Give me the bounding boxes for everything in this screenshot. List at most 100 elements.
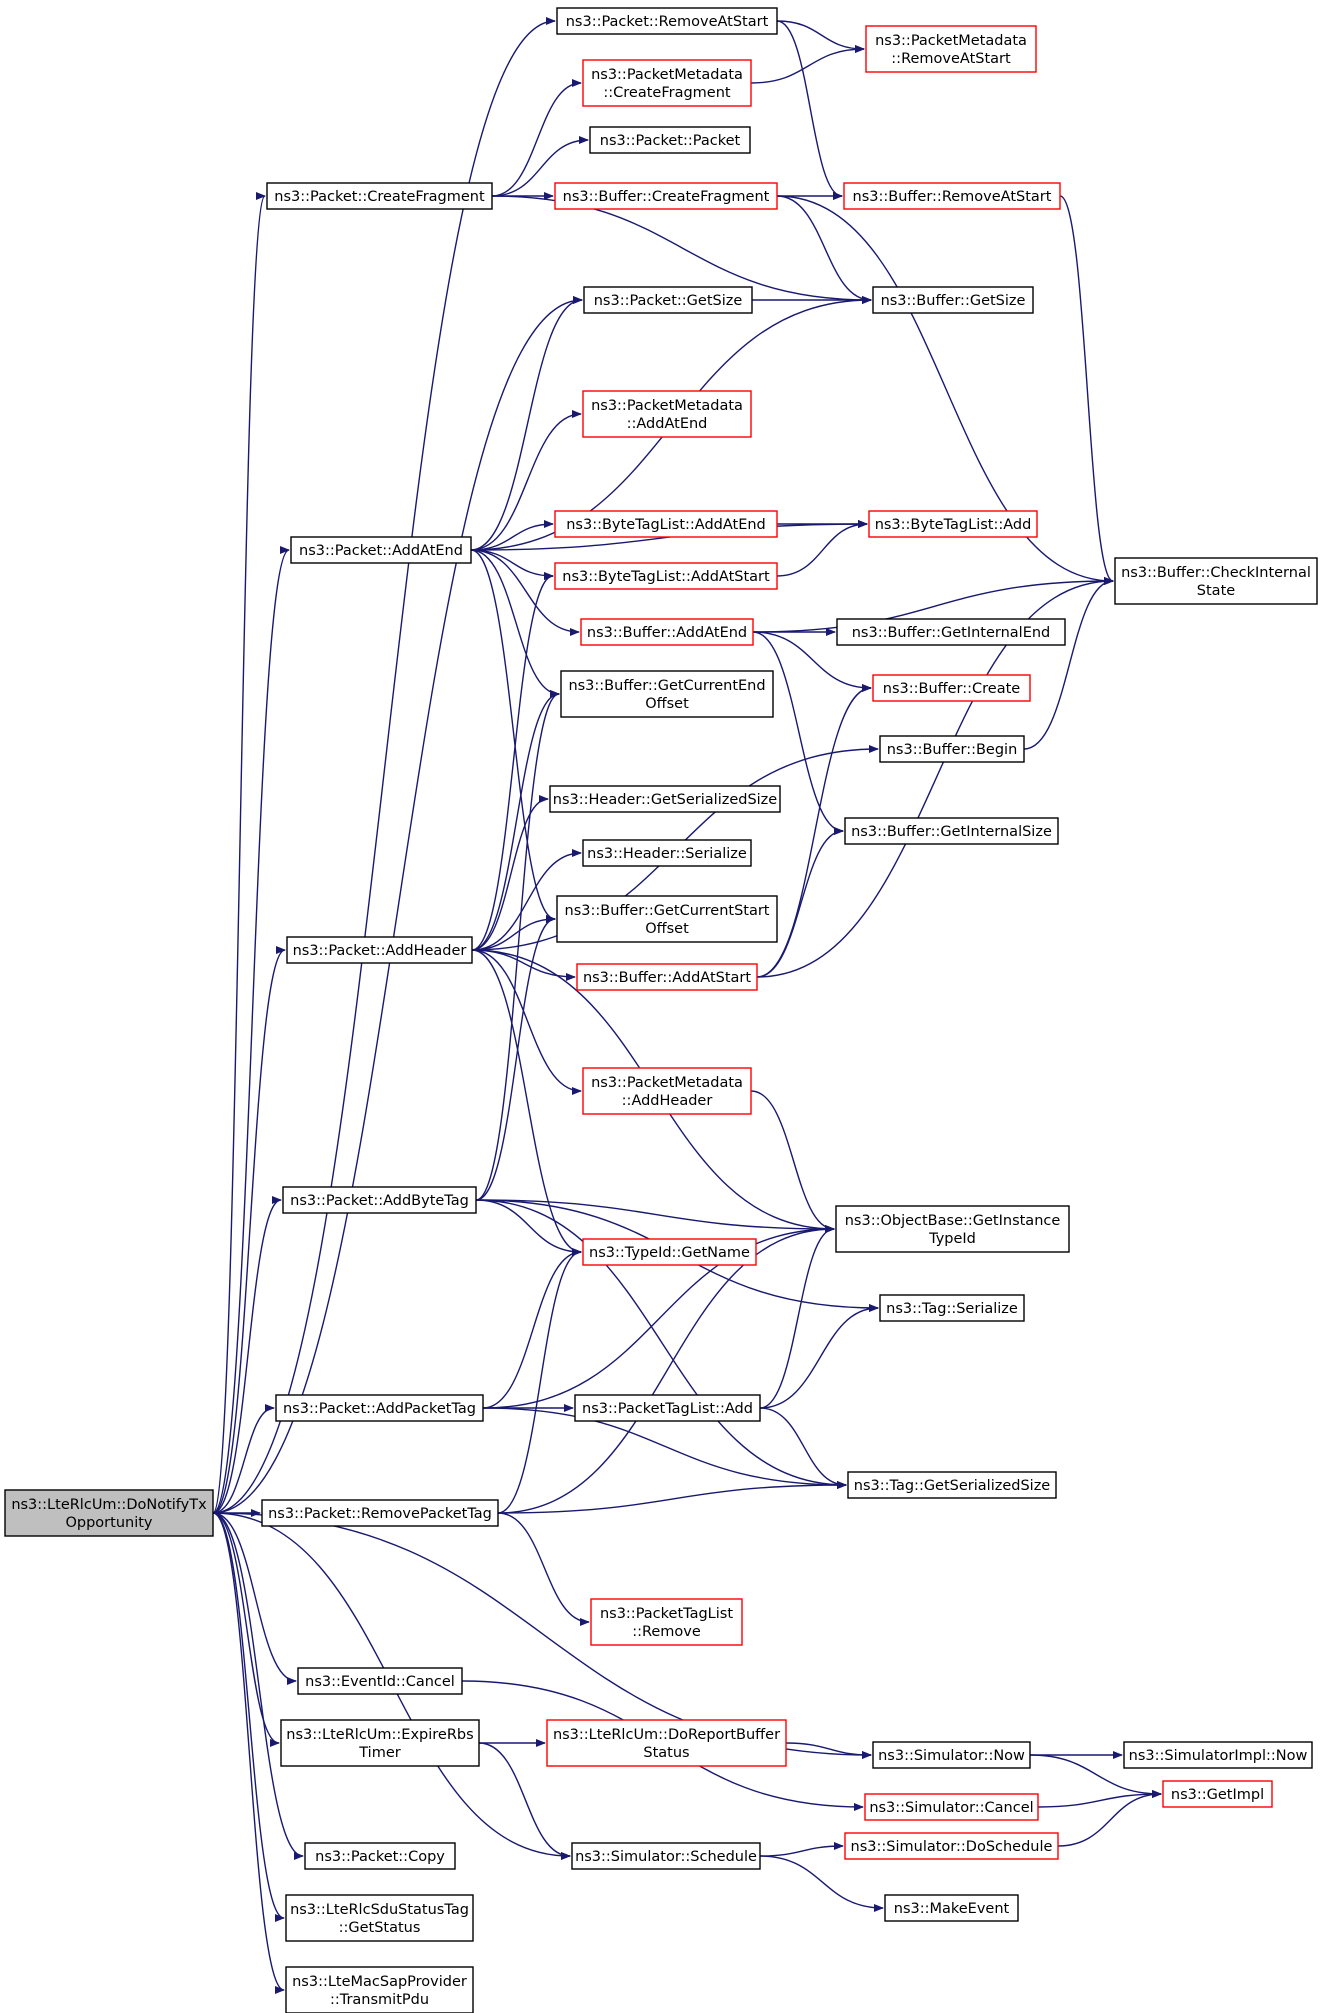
- node-box[interactable]: [582, 59, 752, 107]
- node-ns3-bytetaglist-addatstart[interactable]: ns3::ByteTagList::AddAtStart: [554, 562, 778, 590]
- node-ns3-buffer-getsize[interactable]: ns3::Buffer::GetSize: [872, 286, 1034, 314]
- node-box[interactable]: [554, 562, 778, 590]
- node-box[interactable]: [590, 1598, 743, 1646]
- node-ns3-packet-removeatstart[interactable]: ns3::Packet::RemoveAtStart: [556, 7, 778, 35]
- node-ns3-packet-addpackettag[interactable]: ns3::Packet::AddPacketTag: [275, 1394, 484, 1422]
- node-box[interactable]: [879, 735, 1025, 763]
- node-box[interactable]: [844, 1832, 1059, 1860]
- node-ns3-makeevent[interactable]: ns3::MakeEvent: [884, 1894, 1019, 1922]
- node-box[interactable]: [582, 390, 752, 438]
- node-box[interactable]: [868, 510, 1038, 538]
- node-box[interactable]: [571, 1842, 761, 1870]
- node-ns3-packet-addbytetag[interactable]: ns3::Packet::AddByteTag: [282, 1186, 477, 1214]
- node-box[interactable]: [847, 1471, 1057, 1499]
- node-box[interactable]: [549, 785, 781, 813]
- node-box[interactable]: [843, 182, 1061, 210]
- node-ns3-packetmetadata-addheader[interactable]: ns3::PacketMetadata::AddHeader: [582, 1067, 752, 1115]
- node-box[interactable]: [554, 182, 778, 210]
- node-ns3-simulatorimpl-now[interactable]: ns3::SimulatorImpl::Now: [1123, 1741, 1313, 1769]
- node-ns3-header-serialize[interactable]: ns3::Header::Serialize: [582, 839, 752, 867]
- node-ns3-bytetaglist-addatend[interactable]: ns3::ByteTagList::AddAtEnd: [554, 510, 778, 538]
- node-box[interactable]: [556, 7, 778, 35]
- node-box[interactable]: [582, 839, 752, 867]
- node-ns3-simulator-schedule[interactable]: ns3::Simulator::Schedule: [571, 1842, 761, 1870]
- node-ns3-packet-addatend[interactable]: ns3::Packet::AddAtEnd: [290, 536, 472, 564]
- node-box[interactable]: [865, 25, 1037, 73]
- node-box[interactable]: [835, 1205, 1070, 1253]
- node-box[interactable]: [844, 817, 1059, 845]
- node-ns3-packet-copy[interactable]: ns3::Packet::Copy: [304, 1842, 456, 1870]
- node-box[interactable]: [836, 618, 1066, 646]
- node-box[interactable]: [285, 1894, 474, 1942]
- node-ns3-packettaglist-remove[interactable]: ns3::PacketTagList::Remove: [590, 1598, 743, 1646]
- node-ns3-buffer-getinternalend[interactable]: ns3::Buffer::GetInternalEnd: [836, 618, 1066, 646]
- node-box[interactable]: [582, 1067, 752, 1115]
- node-ns3-simulator-now[interactable]: ns3::Simulator::Now: [872, 1741, 1031, 1769]
- node-ns3-packetmetadata-addatend[interactable]: ns3::PacketMetadata::AddAtEnd: [582, 390, 752, 438]
- node-box[interactable]: [304, 1842, 456, 1870]
- node-box[interactable]: [583, 286, 753, 314]
- node-box[interactable]: [580, 618, 754, 646]
- node-ns3-buffer-begin[interactable]: ns3::Buffer::Begin: [879, 735, 1025, 763]
- node-box[interactable]: [884, 1894, 1019, 1922]
- node-ns3-tag-getserializedsize[interactable]: ns3::Tag::GetSerializedSize: [847, 1471, 1057, 1499]
- node-ns3-ltemacsapprovider-transmitpdu[interactable]: ns3::LteMacSapProvider::TransmitPdu: [285, 1966, 474, 2013]
- node-ns3-tag-serialize[interactable]: ns3::Tag::Serialize: [879, 1294, 1025, 1322]
- node-box[interactable]: [282, 1186, 477, 1214]
- node-box[interactable]: [554, 510, 778, 538]
- node-box[interactable]: [1162, 1780, 1273, 1808]
- node-ns3-eventid-cancel[interactable]: ns3::EventId::Cancel: [297, 1667, 463, 1695]
- node-box[interactable]: [556, 895, 778, 943]
- node-box[interactable]: [285, 1966, 474, 2013]
- node-ns3-simulator-cancel[interactable]: ns3::Simulator::Cancel: [864, 1793, 1039, 1821]
- node-box[interactable]: [872, 1741, 1031, 1769]
- node-box[interactable]: [1114, 557, 1318, 605]
- node-ns3-header-getserializedsize[interactable]: ns3::Header::GetSerializedSize: [549, 785, 781, 813]
- node-ns3-packetmetadata-createfragment[interactable]: ns3::PacketMetadata::CreateFragment: [582, 59, 752, 107]
- node-box[interactable]: [1123, 1741, 1313, 1769]
- node-ns3-simulator-doschedule[interactable]: ns3::Simulator::DoSchedule: [844, 1832, 1059, 1860]
- node-ns3-packettaglist-add[interactable]: ns3::PacketTagList::Add: [574, 1394, 761, 1422]
- node-box[interactable]: [275, 1394, 484, 1422]
- node-box[interactable]: [261, 1499, 499, 1527]
- node-box[interactable]: [576, 963, 758, 991]
- node-ns3-buffer-createfragment[interactable]: ns3::Buffer::CreateFragment: [554, 182, 778, 210]
- node-ns3-packet-removepackettag[interactable]: ns3::Packet::RemovePacketTag: [261, 1499, 499, 1527]
- node-ns3-lterlcsdustatustag-getstatus[interactable]: ns3::LteRlcSduStatusTag::GetStatus: [285, 1894, 474, 1942]
- node-box[interactable]: [864, 1793, 1039, 1821]
- node-ns3-buffer-create[interactable]: ns3::Buffer::Create: [872, 674, 1031, 702]
- node-ns3-bytetaglist-add[interactable]: ns3::ByteTagList::Add: [868, 510, 1038, 538]
- node-box[interactable]: [560, 670, 774, 718]
- node-ns3-packet-getsize[interactable]: ns3::Packet::GetSize: [583, 286, 753, 314]
- node-ns3-packet-packet[interactable]: ns3::Packet::Packet: [589, 126, 751, 154]
- node-ns3-buffer-addatend[interactable]: ns3::Buffer::AddAtEnd: [580, 618, 754, 646]
- node-box[interactable]: [872, 674, 1031, 702]
- node-ns3-packetmetadata-removeatstart[interactable]: ns3::PacketMetadata::RemoveAtStart: [865, 25, 1037, 73]
- node-ns3-getimpl[interactable]: ns3::GetImpl: [1162, 1780, 1273, 1808]
- node-box[interactable]: [546, 1719, 787, 1767]
- node-box[interactable]: [266, 182, 493, 210]
- node-box[interactable]: [280, 1719, 480, 1767]
- node-box[interactable]: [574, 1394, 761, 1422]
- node-ns3-buffer-getinternalsize[interactable]: ns3::Buffer::GetInternalSize: [844, 817, 1059, 845]
- node-box[interactable]: [4, 1489, 214, 1537]
- node-box[interactable]: [297, 1667, 463, 1695]
- node-box[interactable]: [290, 536, 472, 564]
- node-ns3-buffer-addatstart[interactable]: ns3::Buffer::AddAtStart: [576, 963, 758, 991]
- node-box[interactable]: [872, 286, 1034, 314]
- node-box[interactable]: [582, 1238, 757, 1266]
- node-box[interactable]: [879, 1294, 1025, 1322]
- node-ns3-packet-addheader[interactable]: ns3::Packet::AddHeader: [286, 936, 473, 964]
- node-box[interactable]: [589, 126, 751, 154]
- node-ns3-typeid-getname[interactable]: ns3::TypeId::GetName: [582, 1238, 757, 1266]
- node-box[interactable]: [286, 936, 473, 964]
- node-ns3-packet-createfragment[interactable]: ns3::Packet::CreateFragment: [266, 182, 493, 210]
- node-ns3-buffer-removeatstart[interactable]: ns3::Buffer::RemoveAtStart: [843, 182, 1061, 210]
